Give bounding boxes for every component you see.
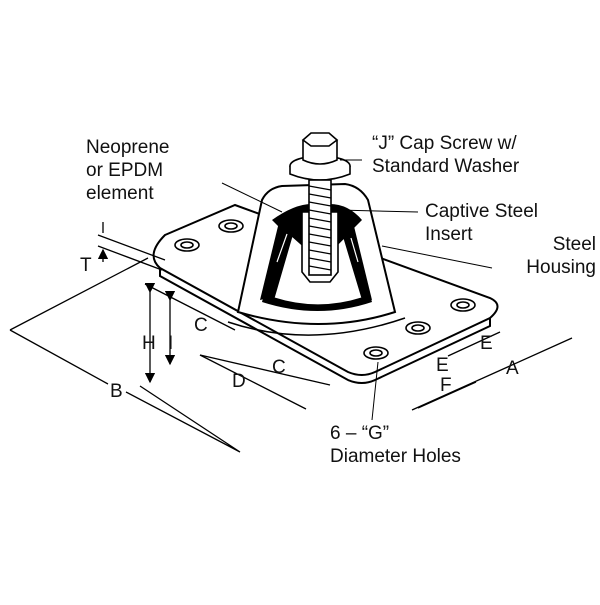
dim-label-f: F bbox=[440, 375, 452, 396]
captive-insert-label: Captive Steel Insert bbox=[425, 201, 539, 245]
dim-c-line-1 bbox=[144, 283, 236, 331]
dim-e-line bbox=[447, 331, 501, 357]
holes-label: 6 – “G” Diameter Holes bbox=[330, 423, 461, 467]
dim-label-c2: C bbox=[272, 357, 286, 378]
neoprene-label: Neoprene or EPDM element bbox=[86, 137, 170, 204]
leader-holes bbox=[371, 361, 379, 421]
dim-b-line bbox=[9, 257, 241, 453]
hole-1 bbox=[174, 238, 200, 252]
dim-c-line-2 bbox=[199, 354, 331, 386]
cap-screw-label: “J” Cap Screw w/ Standard Washer bbox=[372, 133, 520, 177]
dimension-lines bbox=[9, 222, 573, 453]
leader-lines bbox=[221, 159, 493, 421]
dim-a-line bbox=[411, 337, 573, 411]
cap-screw bbox=[289, 132, 351, 276]
dim-d-line bbox=[199, 354, 307, 410]
hole-4 bbox=[405, 321, 431, 335]
dim-label-b: B bbox=[110, 381, 123, 402]
dim-label-h: H bbox=[142, 333, 156, 354]
leader-neoprene bbox=[221, 182, 283, 213]
dim-label-d: D bbox=[232, 371, 246, 392]
steel-housing-label: Steel Housing bbox=[526, 234, 596, 278]
leader-insert bbox=[337, 209, 419, 213]
mounting-holes bbox=[174, 219, 476, 360]
dim-f-line bbox=[417, 381, 477, 409]
dim-label-t: T bbox=[80, 255, 92, 276]
hole-3 bbox=[450, 298, 476, 312]
dim-label-c1: C bbox=[194, 315, 208, 336]
dim-label-i: I bbox=[168, 333, 174, 354]
dim-label-e1: E bbox=[480, 333, 493, 354]
dim-label-a: A bbox=[506, 358, 519, 379]
leader-housing bbox=[381, 245, 493, 269]
hole-5 bbox=[363, 346, 389, 360]
hole-2 bbox=[218, 219, 244, 233]
dim-label-e2: E bbox=[436, 355, 449, 376]
